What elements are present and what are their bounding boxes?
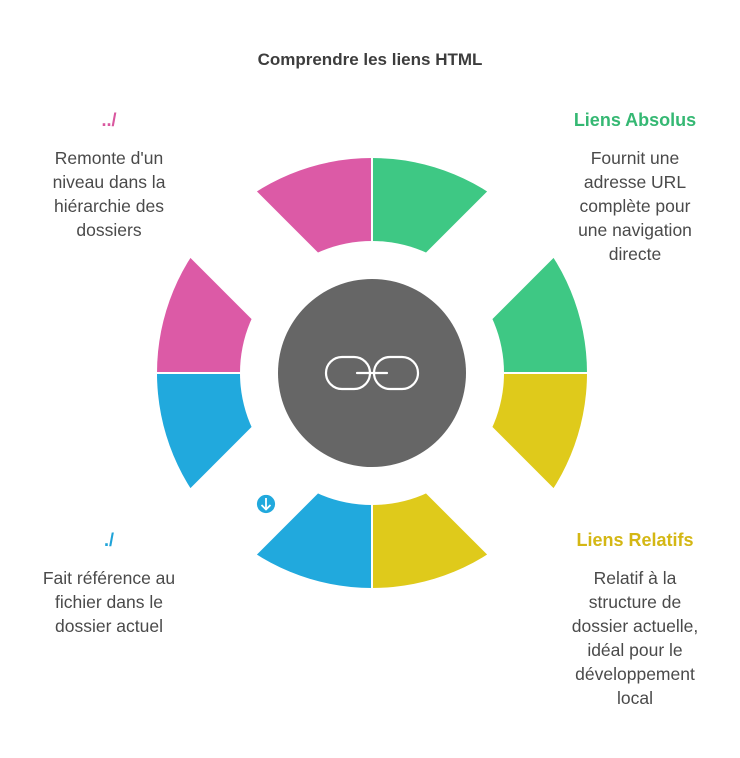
chain-link-icon (324, 355, 420, 391)
relative-links-description: Relatif à la structure de dossier actuel… (571, 568, 699, 708)
absolute-links-description: Fournit une adresse URL complète pour un… (578, 148, 692, 264)
relative-links-title: Liens Relatifs (576, 530, 694, 550)
absolute-links-title: Liens Absolus (573, 110, 697, 130)
dotdot-slash-description: Remonte d'un niveau dans la hiérarchie d… (52, 148, 166, 240)
dotted-arrows-icon (229, 229, 277, 277)
dot-slash-description: Fait référence au fichier dans le dossie… (42, 568, 176, 636)
diagram-title: Comprendre les liens HTML (257, 50, 483, 69)
file-download-icon (231, 469, 277, 517)
dotdot-slash-title: ../ (101, 110, 117, 130)
globe-pin-icon (473, 225, 511, 272)
dot-slash-title: ./ (103, 530, 114, 550)
diagonal-arrow-icon (475, 474, 511, 510)
